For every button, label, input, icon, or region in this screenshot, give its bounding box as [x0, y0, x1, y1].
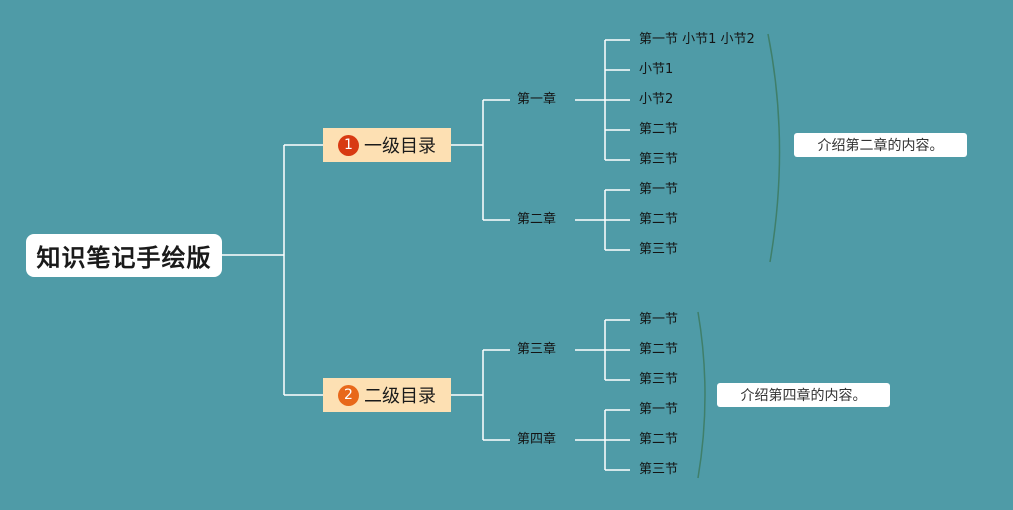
- summary-chapter-4[interactable]: 介绍第四章的内容。: [717, 383, 890, 407]
- connector-chapter-3: [575, 319, 630, 381]
- section-item[interactable]: 第二节: [639, 342, 679, 357]
- topic-level-2-catalog[interactable]: 2 二级目录: [323, 378, 451, 412]
- summary-label: 介绍第二章的内容。: [817, 138, 944, 154]
- topic-label: 二级目录: [364, 386, 436, 407]
- connector-chapter-2: [575, 189, 630, 251]
- section-item[interactable]: 第三节: [639, 152, 679, 167]
- connector-group-1: [451, 99, 510, 221]
- section-item[interactable]: 第三节: [639, 372, 679, 387]
- root-topic[interactable]: 知识笔记手绘版: [26, 234, 222, 277]
- section-item[interactable]: 第一节 小节1 小节2: [639, 32, 755, 47]
- chapter-1[interactable]: 第一章: [517, 92, 557, 107]
- priority-2-icon: 2: [338, 384, 359, 406]
- section-item[interactable]: 第三节: [639, 242, 679, 257]
- section-item[interactable]: 第一节: [639, 312, 679, 327]
- section-item[interactable]: 第一节: [639, 402, 679, 417]
- priority-1-icon: 1: [338, 134, 359, 156]
- section-item[interactable]: 小节1: [639, 62, 674, 77]
- connector-chapter-1: [575, 39, 630, 161]
- summary-label: 介绍第四章的内容。: [740, 388, 867, 404]
- connector-root: [222, 144, 323, 396]
- section-item[interactable]: 第二节: [639, 432, 679, 447]
- section-item[interactable]: 小节2: [639, 92, 674, 107]
- root-topic-label: 知识笔记手绘版: [36, 244, 212, 272]
- summary-bracket-2: [697, 311, 706, 479]
- summary-bracket-1: [767, 33, 781, 263]
- connector-chapter-4: [575, 409, 630, 471]
- chapter-4[interactable]: 第四章: [517, 432, 557, 447]
- section-item[interactable]: 第一节: [639, 182, 679, 197]
- summary-chapter-2[interactable]: 介绍第二章的内容。: [794, 133, 967, 157]
- chapter-2[interactable]: 第二章: [517, 212, 557, 227]
- section-item[interactable]: 第二节: [639, 122, 679, 137]
- chapter-3[interactable]: 第三章: [517, 342, 557, 357]
- section-item[interactable]: 第二节: [639, 212, 679, 227]
- topic-label: 一级目录: [364, 136, 436, 157]
- topic-level-1-catalog[interactable]: 1 一级目录: [323, 128, 451, 162]
- section-item[interactable]: 第三节: [639, 462, 679, 477]
- connector-group-2: [451, 349, 510, 441]
